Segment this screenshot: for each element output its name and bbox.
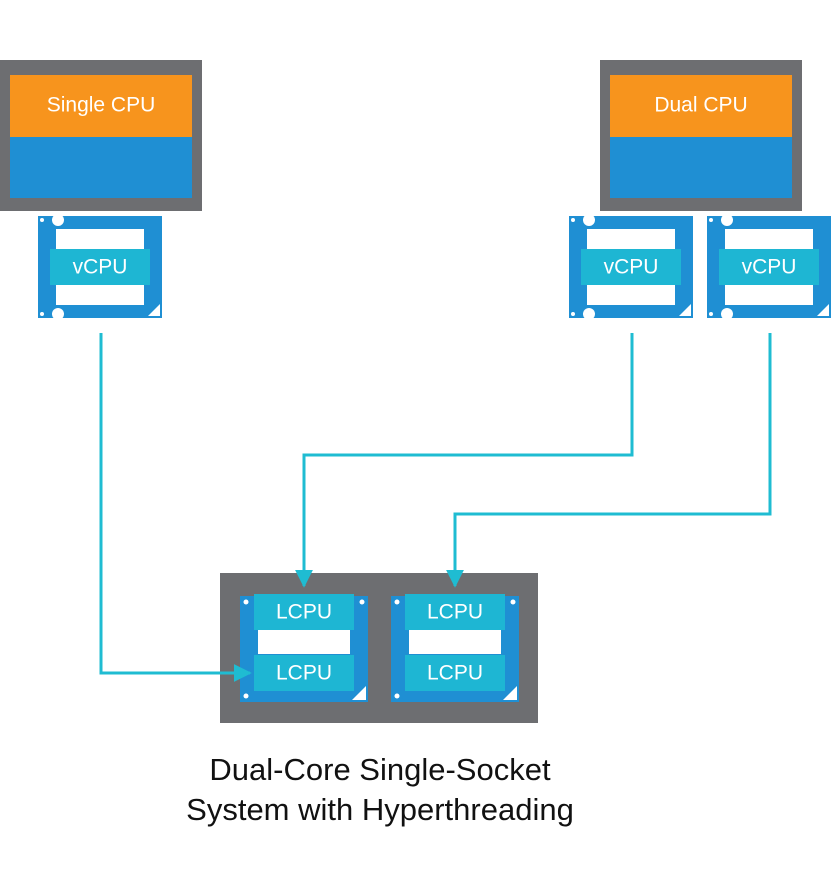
vcpu-label-box [719, 249, 819, 285]
core-1: LCPU LCPU [240, 594, 368, 702]
chip-stripe [587, 285, 675, 305]
core-pin [394, 693, 400, 699]
lcpu-label: LCPU [276, 662, 332, 685]
vm-title-bar [610, 75, 792, 137]
chip-corner [148, 304, 160, 316]
chip-corner [679, 304, 691, 316]
chip-corner [817, 304, 829, 316]
vm-title: Dual CPU [654, 94, 747, 117]
vcpu-label-box [581, 249, 681, 285]
chip-stripe [56, 285, 144, 305]
vm-title: Single CPU [47, 94, 156, 117]
chip-pin [571, 218, 575, 222]
chip-notch [583, 308, 595, 320]
mapping-arrow-single-vcpu [99, 333, 252, 682]
core-pin [359, 599, 365, 605]
vm-dual-cpu: Dual CPU [600, 60, 802, 211]
chip-notch [52, 308, 64, 320]
caption-line-1: Dual-Core Single-Socket [209, 752, 551, 787]
vm-body [10, 137, 192, 198]
vm-body [610, 137, 792, 198]
core-2: LCPU LCPU [391, 594, 519, 702]
chip-pin [40, 218, 44, 222]
chip-notch [721, 214, 733, 226]
core-corner [352, 686, 366, 700]
chip-stripe [56, 229, 144, 249]
core-pin [394, 599, 400, 605]
core-pin [243, 599, 249, 605]
core-pin [243, 693, 249, 699]
lcpu-box [254, 655, 354, 691]
chip-notch [52, 214, 64, 226]
caption-line-2: System with Hyperthreading [186, 792, 574, 827]
chip-stripe [725, 285, 813, 305]
core-corner [503, 686, 517, 700]
lcpu-box [405, 655, 505, 691]
vm-title-bar [10, 75, 192, 137]
core-pin [510, 599, 516, 605]
lcpu-label: LCPU [276, 601, 332, 624]
chip-stripe [725, 229, 813, 249]
vcpu-chip: vCPU [38, 214, 162, 320]
chip-pin [709, 312, 713, 316]
chip-stripe [587, 229, 675, 249]
lcpu-label: LCPU [427, 662, 483, 685]
vcpu-chip: vCPU [569, 214, 693, 320]
vcpu-label-box [50, 249, 150, 285]
chip-pin [40, 312, 44, 316]
mapping-arrow-dual-vcpu-1 [295, 333, 634, 588]
vcpu-chip: vCPU [707, 214, 831, 320]
lcpu-box [254, 594, 354, 630]
diagram-caption: Dual-Core Single-Socket System with Hype… [0, 750, 760, 830]
core-stripe [409, 630, 501, 654]
vm-single-cpu: Single CPU [0, 60, 202, 211]
mapping-arrow-dual-vcpu-2 [446, 333, 772, 588]
chip-notch [583, 214, 595, 226]
host-socket: LCPU LCPU LCPU LCPU [220, 573, 538, 723]
vcpu-label: vCPU [742, 256, 797, 279]
vcpu-label: vCPU [604, 256, 659, 279]
core-stripe [258, 630, 350, 654]
chip-pin [571, 312, 575, 316]
chip-notch [721, 308, 733, 320]
lcpu-box [405, 594, 505, 630]
vcpu-label: vCPU [73, 256, 128, 279]
chip-pin [709, 218, 713, 222]
lcpu-label: LCPU [427, 601, 483, 624]
